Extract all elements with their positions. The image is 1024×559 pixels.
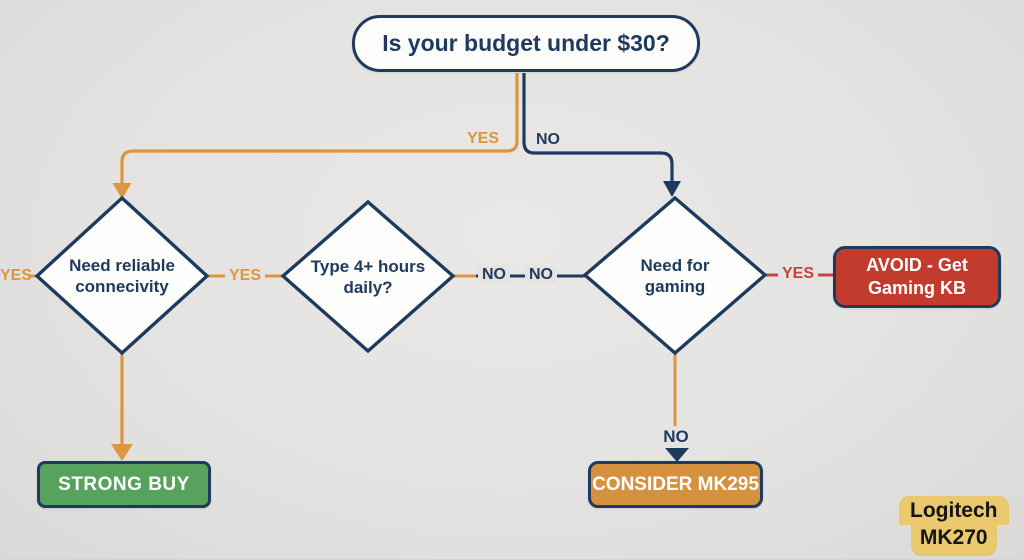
edge-label-gaming-no: NO — [659, 427, 693, 447]
arrowhead-down-orange-icon — [112, 183, 132, 199]
product-tag: Logitech MK270 — [899, 496, 1009, 556]
edge-budget-yes-path — [120, 73, 519, 184]
decision-typing-line2: daily? — [343, 278, 393, 298]
decision-typing-label: Type 4+ hours daily? — [288, 256, 448, 299]
edge-label-budget-yes: YES — [466, 130, 500, 147]
root-question-node: Is your budget under $30? — [352, 15, 700, 72]
decision-gaming-line2: gaming — [644, 277, 706, 297]
decision-connectivity-shape — [34, 195, 210, 356]
product-tag-line1: Logitech — [899, 496, 1009, 525]
decision-gaming-label: Need for gaming — [595, 255, 755, 298]
decision-gaming-line1: Need for — [640, 256, 710, 275]
edge-label-typing-no-right: NO — [525, 266, 557, 284]
result-consider-node: CONSIDER MK295 — [588, 461, 763, 508]
edge-label-connectivity-yes-right: YES — [224, 267, 266, 285]
decision-connectivity-line2: connecivity — [75, 277, 169, 297]
result-avoid-node: AVOID - Get Gaming KB — [833, 246, 1001, 308]
edge-label-budget-no: NO — [536, 131, 560, 148]
decision-typing-shape — [280, 199, 456, 354]
arrowhead-down-navy-icon — [665, 448, 689, 462]
edge-budget-no-path — [522, 73, 674, 182]
edge-label-connectivity-yes-left: YES — [0, 267, 33, 284]
result-strong-buy-label: STRONG BUY — [58, 473, 190, 495]
arrowhead-down-navy-icon — [663, 181, 681, 197]
product-tag-line2: MK270 — [910, 524, 997, 556]
decision-connectivity-line1: Need reliable — [69, 256, 175, 275]
result-avoid-line2: Gaming KB — [867, 278, 966, 298]
result-consider-label: CONSIDER MK295 — [592, 473, 759, 495]
result-avoid-line1: AVOID - Get — [866, 254, 968, 275]
edge-label-gaming-yes: YES — [777, 265, 819, 283]
decision-connectivity-label: Need reliable connecivity — [42, 255, 202, 298]
arrowhead-down-orange-icon — [111, 444, 133, 461]
root-question-label: Is your budget under $30? — [382, 30, 670, 56]
edge-label-typing-no-left: NO — [478, 266, 510, 284]
decision-typing-line1: Type 4+ hours — [310, 257, 426, 276]
decision-gaming-shape — [582, 195, 768, 356]
result-strong-buy-node: STRONG BUY — [37, 461, 211, 508]
